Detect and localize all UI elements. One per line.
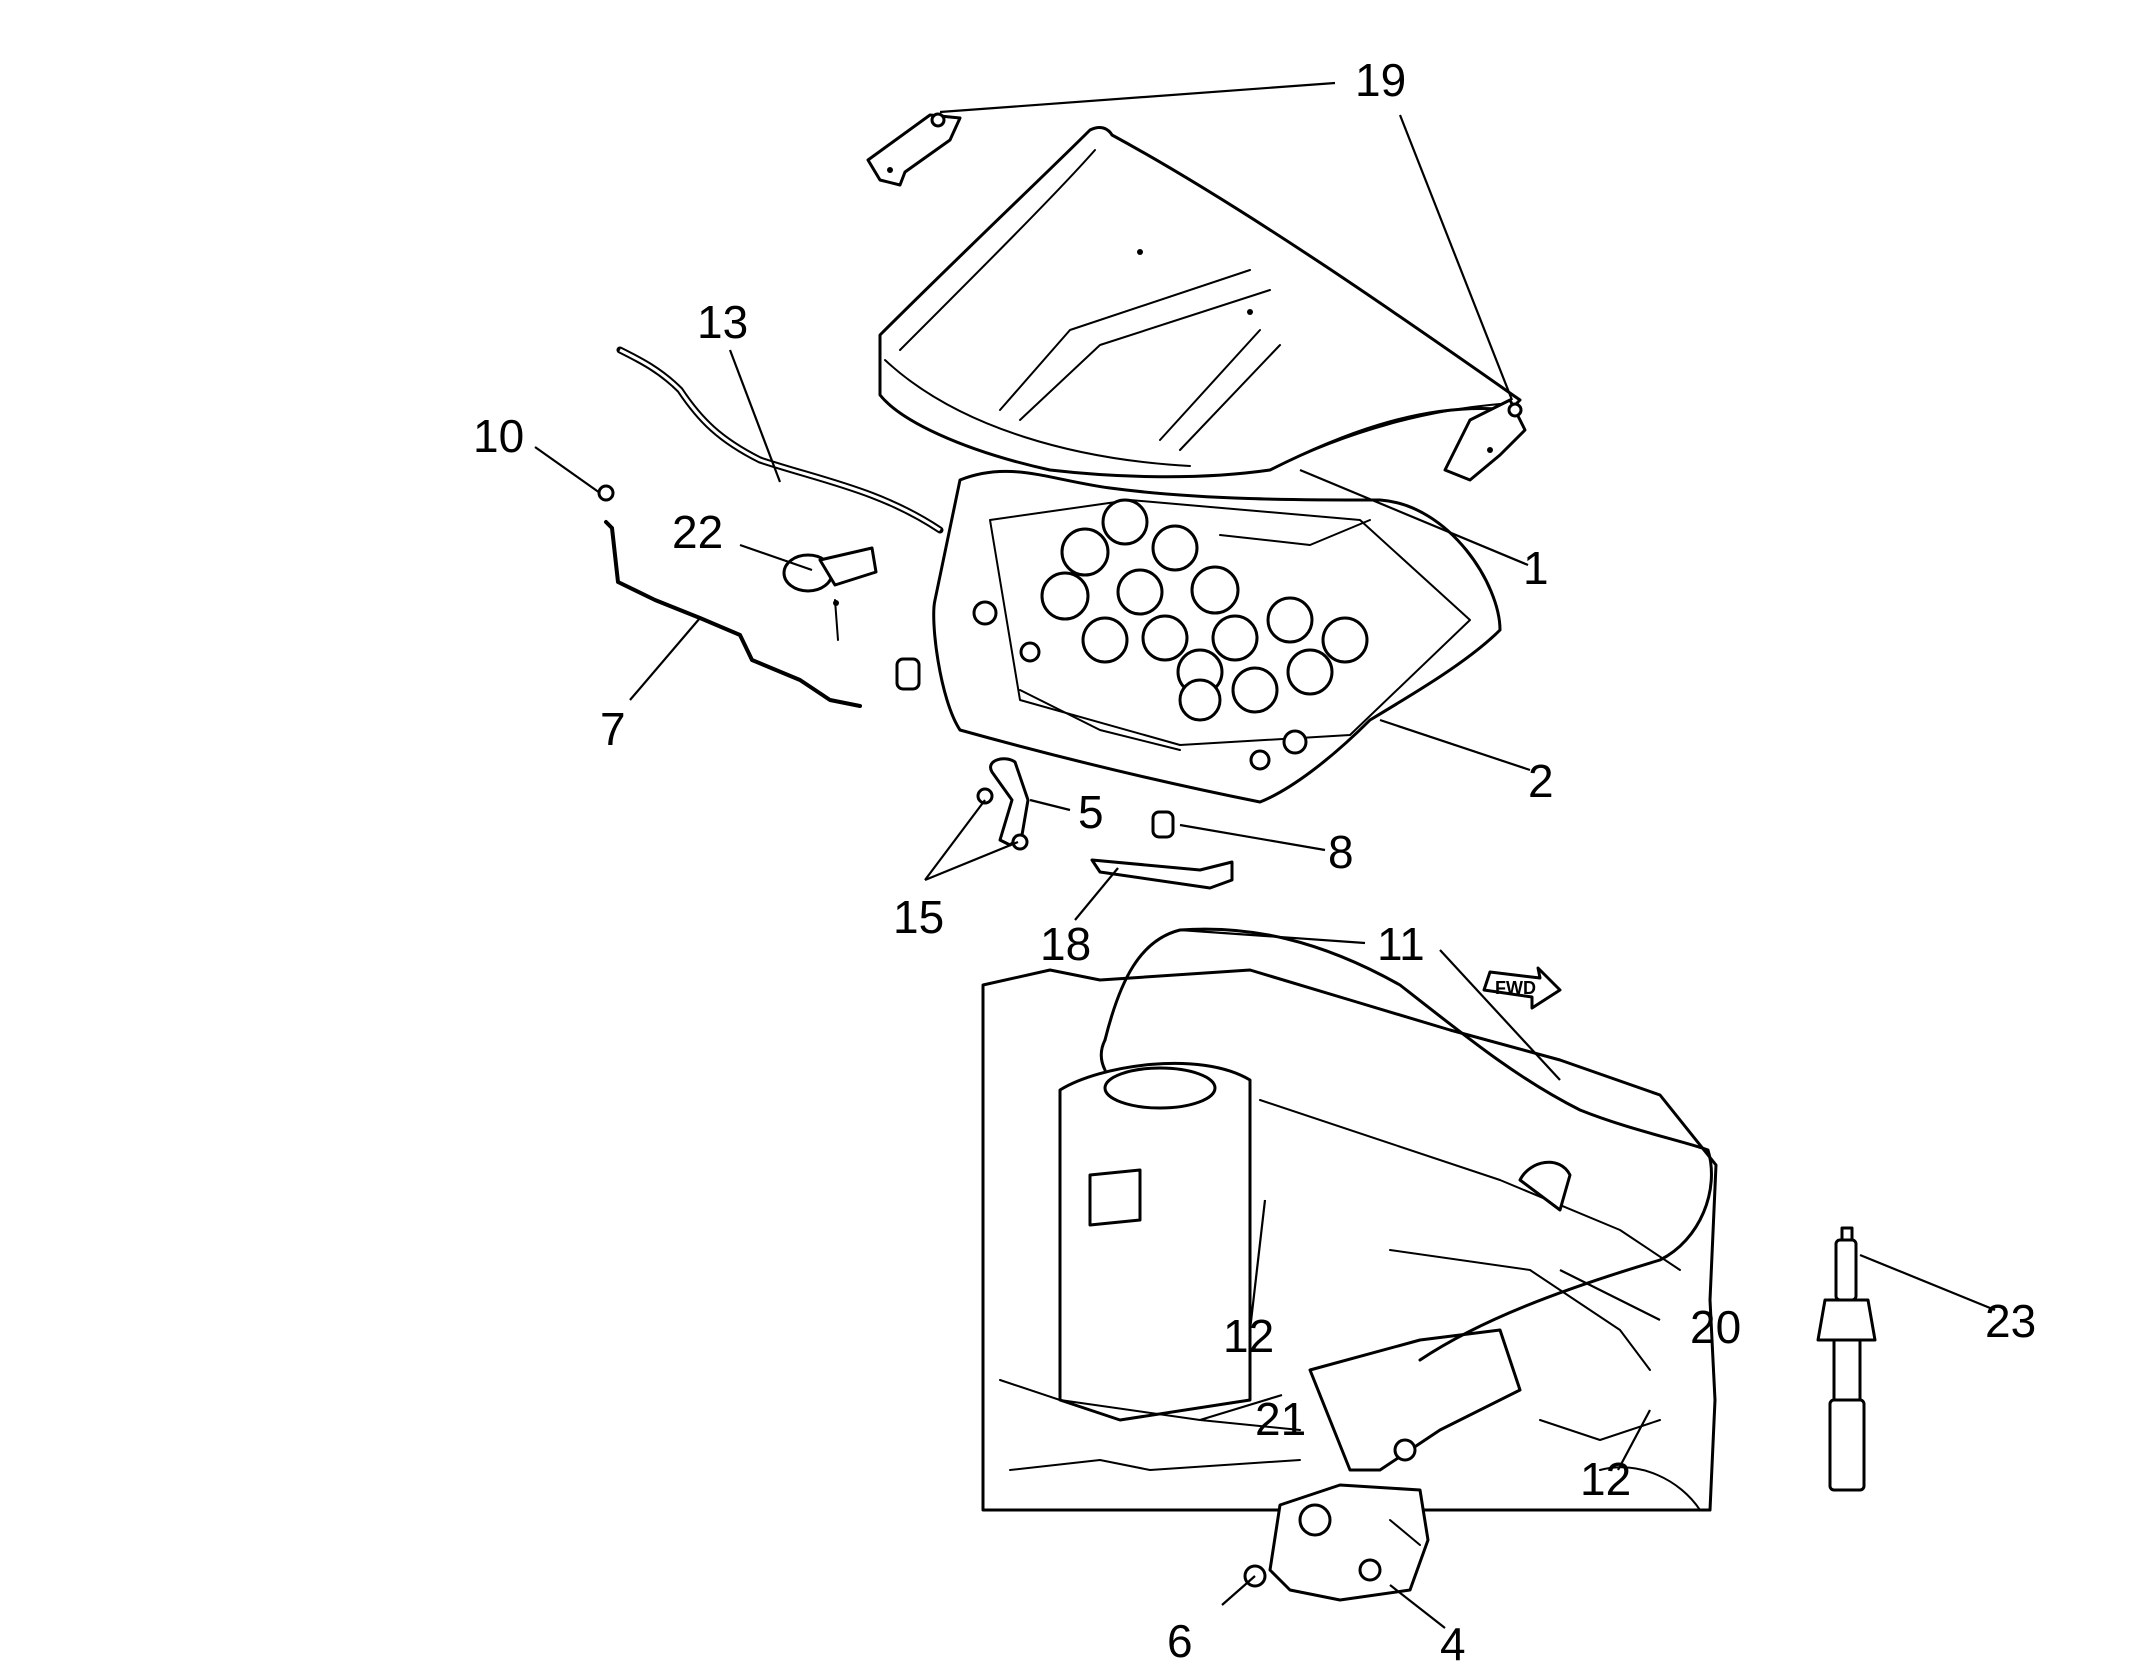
forward-direction-label: FWD: [1495, 978, 1536, 998]
callout-15: 15: [893, 891, 944, 943]
callout-1: 1: [1523, 542, 1549, 594]
leader-lines: [534, 81, 1996, 1629]
callout-20: 20: [1690, 1301, 1741, 1353]
callout-4: 4: [1440, 1618, 1466, 1670]
hood-bumper: [782, 546, 878, 641]
hood-seal: [616, 346, 944, 534]
nut-part-10: [597, 484, 615, 502]
callout-10: 10: [473, 410, 524, 462]
callout-12-right: 12: [1580, 1453, 1631, 1505]
support-rod-part-23: [1816, 1226, 1877, 1492]
hood-prop-rod: [604, 520, 862, 708]
hood-inner-panel-cells: [1040, 498, 1369, 722]
callout-labels: 19 1 2 13 10 22 7 5 8 15 18 11 12 20 21 …: [473, 54, 2036, 1670]
grommet-part-8: [1151, 810, 1175, 839]
engine-bay: [981, 968, 1718, 1512]
nuts-part-15: [976, 787, 1029, 851]
hood-inner-panel: [932, 469, 1502, 804]
callout-19: 19: [1355, 54, 1406, 106]
hood-latch: [1268, 1483, 1430, 1602]
callout-23: 23: [1985, 1295, 2036, 1347]
callout-7: 7: [600, 703, 626, 755]
pad-part-18: [1090, 858, 1234, 890]
callout-8: 8: [1328, 826, 1354, 878]
callout-5: 5: [1078, 786, 1104, 838]
callout-12-left: 12: [1223, 1310, 1274, 1362]
forward-direction-arrow: FWD: [1482, 966, 1562, 1010]
callout-21: 21: [1255, 1393, 1306, 1445]
hood-hinge-right: [1443, 398, 1527, 482]
callout-22: 22: [672, 506, 723, 558]
callout-6: 6: [1167, 1615, 1193, 1667]
callout-13: 13: [697, 296, 748, 348]
hood-hinge-left: [866, 112, 962, 187]
grommet-upper: [895, 657, 921, 691]
callout-18: 18: [1040, 918, 1091, 970]
callout-11: 11: [1377, 918, 1425, 970]
hood-striker: [989, 757, 1030, 847]
callout-2: 2: [1528, 755, 1554, 807]
hood-outer-panel: [878, 126, 1522, 479]
